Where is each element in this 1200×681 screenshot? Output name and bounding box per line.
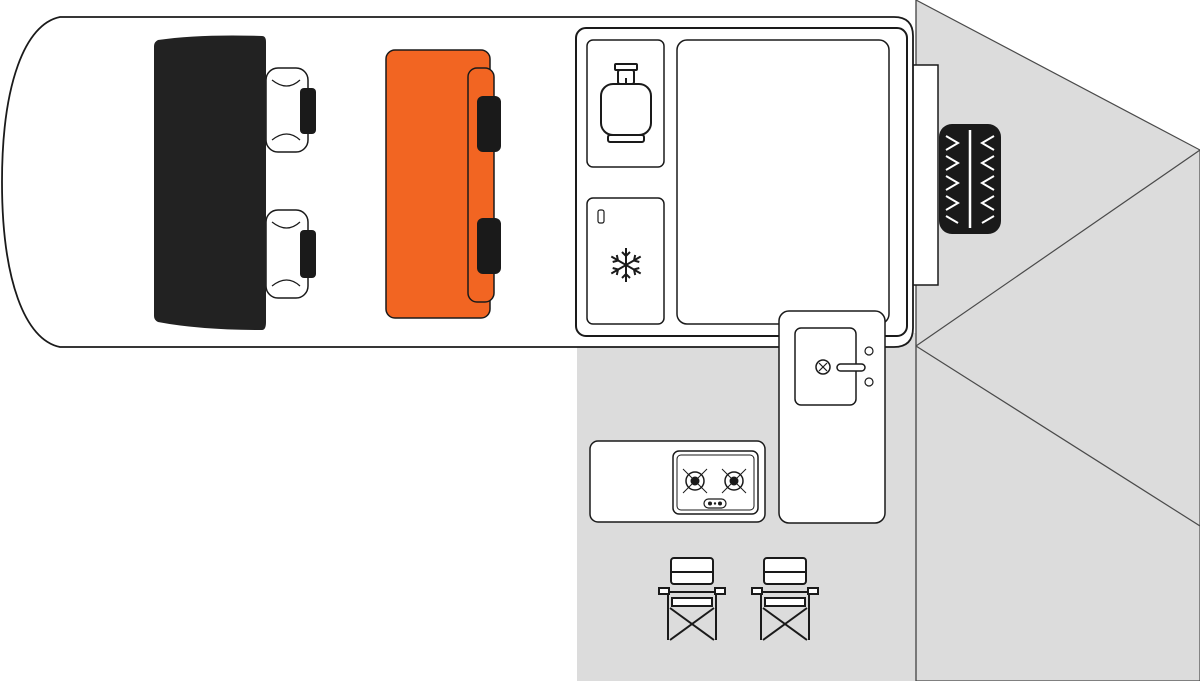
- seatbelt: [477, 96, 501, 152]
- rear-bench: [385, 49, 501, 319]
- burner-left: [682, 468, 708, 494]
- sink-tap-icon: [815, 346, 874, 387]
- driver-seat: [265, 67, 316, 153]
- fridge: [586, 197, 665, 325]
- awning-canopy: [915, 0, 1200, 681]
- outdoor-kitchen-bench: [589, 440, 766, 523]
- passenger-seat: [265, 209, 316, 299]
- awning-line: [915, 345, 1200, 527]
- burner-right: [721, 468, 747, 494]
- fridge-handle: [597, 209, 605, 224]
- camping-chair-icon: [751, 557, 819, 641]
- storage-cupboard: [676, 39, 890, 325]
- gas-compartment: [586, 39, 665, 168]
- seatbelt: [477, 218, 501, 274]
- front-bed: [154, 35, 266, 330]
- gas-bottle-icon: [600, 63, 652, 143]
- sink-unit: [778, 310, 886, 524]
- gas-burner-icon: [672, 450, 759, 515]
- snowflake-icon: [610, 248, 642, 282]
- camping-chair-icon: [658, 557, 726, 641]
- awning-line: [915, 149, 1200, 347]
- spare-tyre-icon: [939, 124, 1001, 234]
- side-step: [911, 64, 939, 286]
